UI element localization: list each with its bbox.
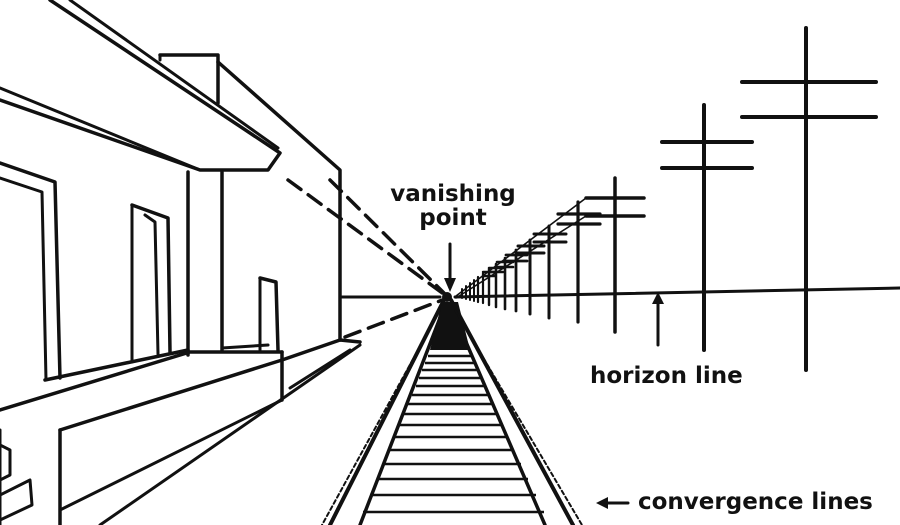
railway-track — [321, 298, 583, 525]
convergence-lines-label: convergence lines — [638, 489, 873, 515]
vanishing-point-label: vanishing point — [386, 182, 520, 230]
vanishing-point-label-line1: vanishing — [390, 181, 516, 207]
dashed-convergence-lines — [286, 178, 447, 339]
horizon-line-arrow — [652, 292, 664, 347]
vanishing-point-arrow — [444, 242, 456, 292]
convergence-lines-arrow — [596, 497, 630, 509]
horizon-line — [340, 286, 900, 299]
vanishing-point-label-line2: point — [419, 205, 487, 232]
horizon-line-label: horizon line — [590, 363, 743, 389]
building — [0, 0, 362, 525]
telephone-poles — [455, 26, 878, 372]
